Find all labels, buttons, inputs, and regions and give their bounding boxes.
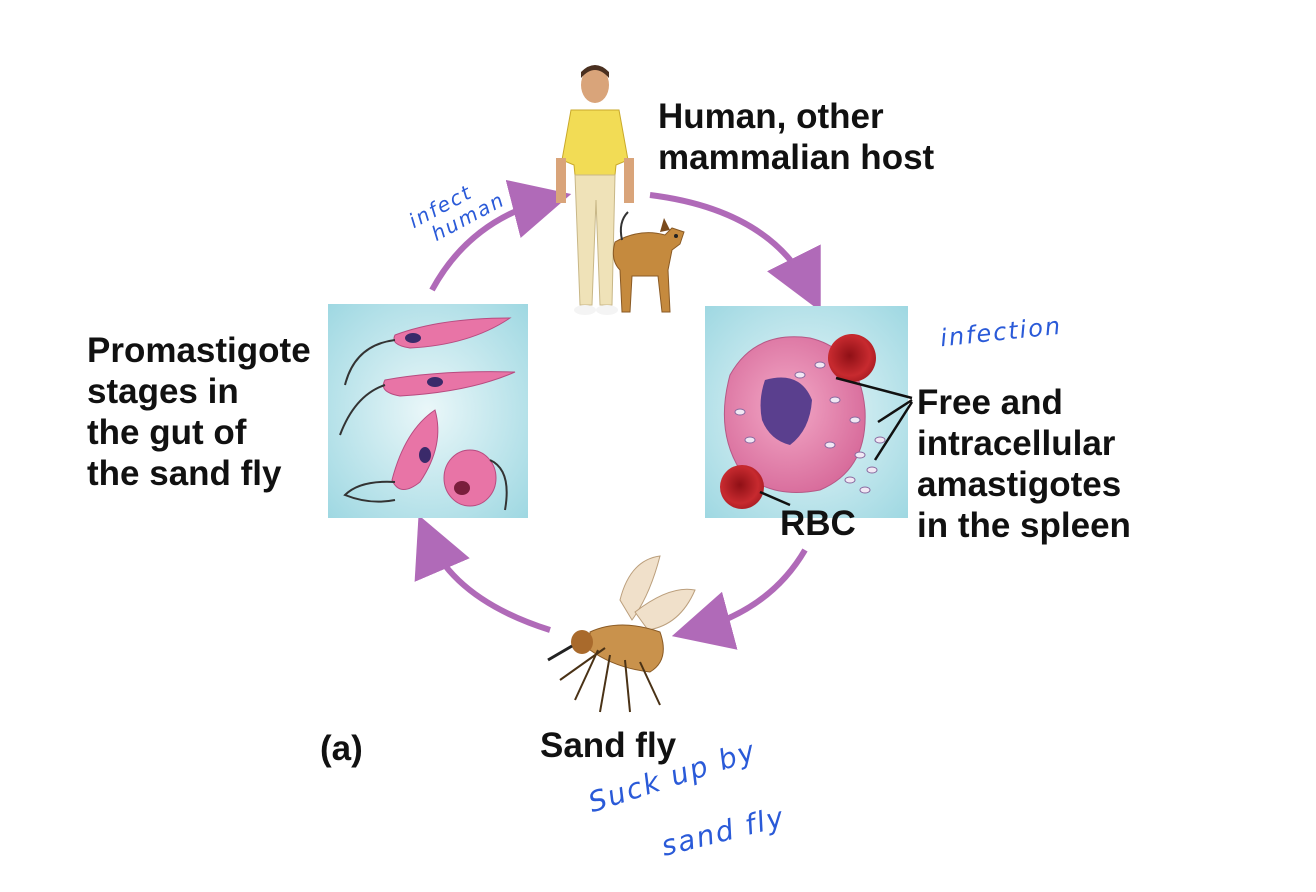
promastigote-label: Promastigote stages in the gut of the sa… [87, 330, 357, 494]
promastigote-label-line3: the gut of [87, 413, 247, 452]
promastigote-label-line4: the sand fly [87, 454, 282, 493]
panel-label: (a) [320, 729, 363, 768]
amastigote-label-line4: in the spleen [917, 506, 1131, 545]
amastigote-label-line3: amastigotes [917, 465, 1122, 504]
arrow-sandfly-to-promastigote [414, 514, 551, 633]
human-host-figure [556, 65, 634, 315]
host-label: Human, other mammalian host [658, 96, 998, 178]
arrow-human-to-spleen [649, 192, 821, 312]
promastigote-label-line2: stages in [87, 372, 239, 411]
rbc-label: RBC [780, 504, 856, 543]
amastigote-label-line1: Free and [917, 383, 1063, 422]
amastigote-label-line2: intracellular [917, 424, 1116, 463]
host-label-line1: Human, other [658, 97, 884, 136]
promastigote-box [328, 304, 528, 518]
dog-figure [612, 211, 685, 313]
spleen-box [705, 306, 914, 518]
sand-fly-label: Sand fly [540, 726, 677, 765]
cycle-arrows [414, 179, 821, 650]
arrow-spleen-to-sandfly [671, 548, 808, 650]
promastigote-label-line1: Promastigote [87, 331, 311, 370]
sand-fly-figure [547, 555, 696, 713]
amastigote-label: Free and intracellular amastigotes in th… [917, 382, 1187, 546]
arrow-promastigote-to-human [429, 179, 572, 292]
host-label-line2: mammalian host [658, 138, 935, 177]
